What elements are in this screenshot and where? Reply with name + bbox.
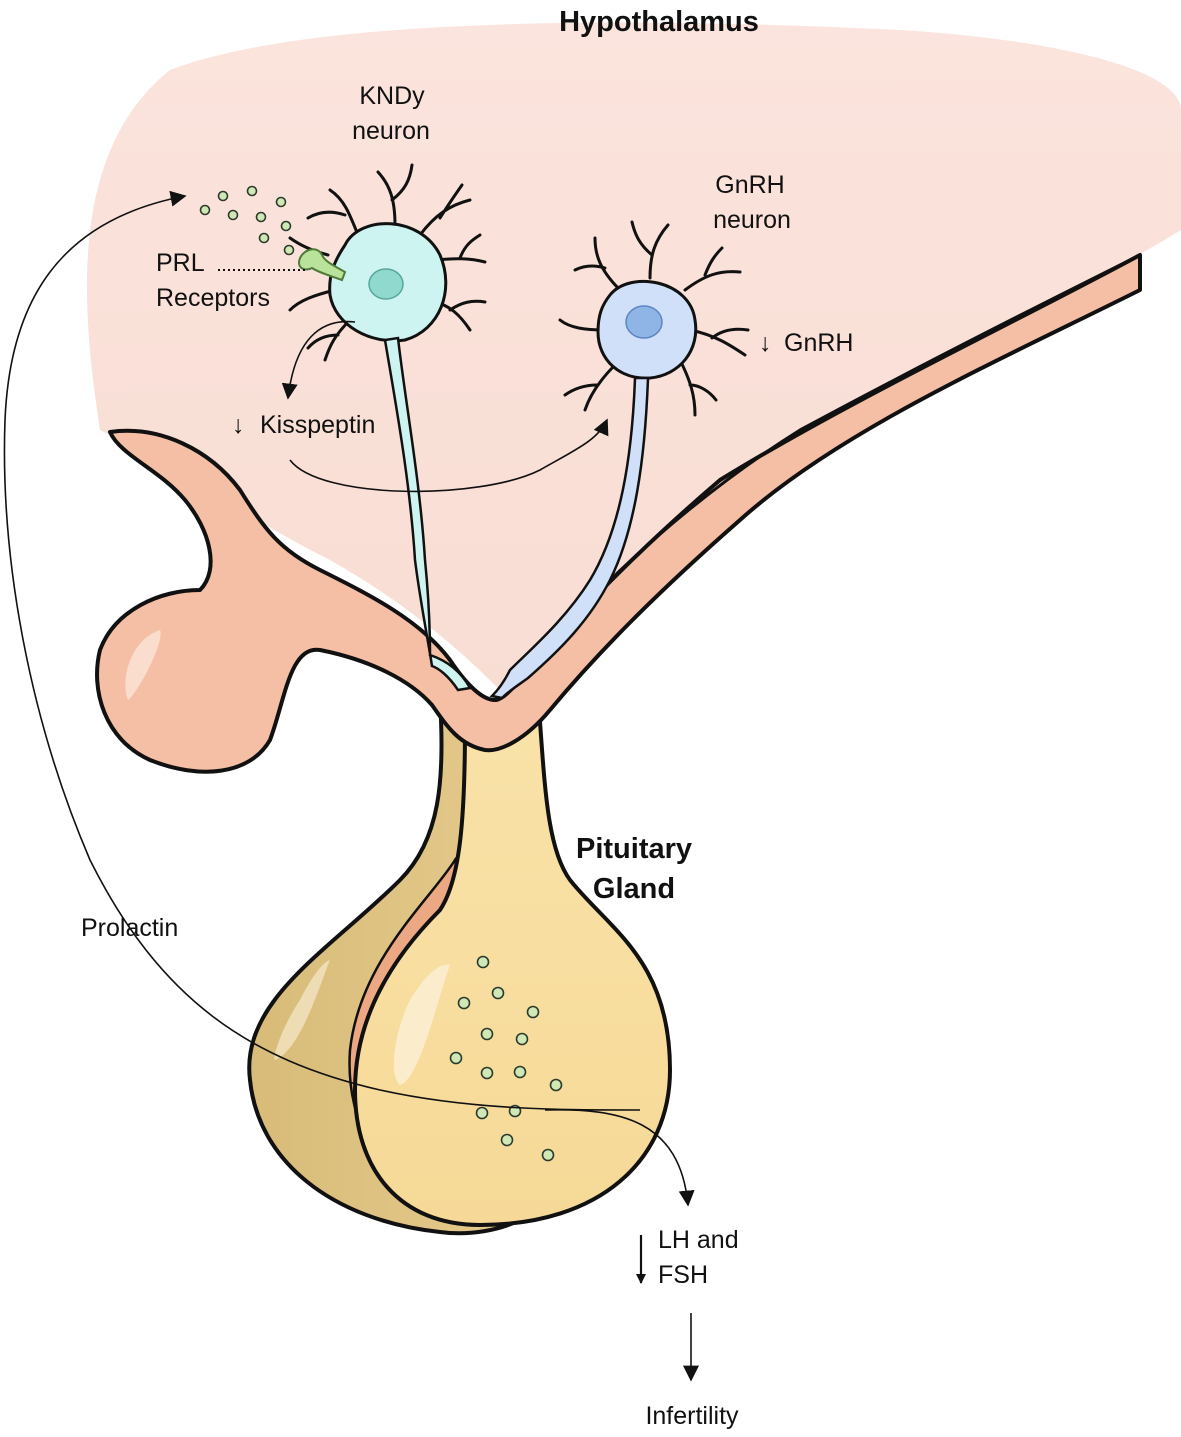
prolactin-label: Prolactin — [81, 914, 178, 942]
hypothalamus-label: Hypothalamus — [559, 6, 759, 38]
prl-label: PRL — [156, 249, 205, 277]
gnrh-neuron — [489, 220, 750, 700]
kndy-label-line2: neuron — [352, 117, 430, 145]
membrane-bulb-highlight — [125, 630, 161, 700]
kndy-neuron — [288, 163, 487, 692]
pituitary-anterior-highlight — [393, 964, 450, 1085]
pituitary-to-lhfsh-arrow — [544, 1109, 695, 1207]
kisspeptin-label: Kisspeptin — [260, 411, 375, 439]
kndy-label-line1: KNDy — [359, 82, 425, 110]
lhfsh-label-line1: LH and — [658, 1226, 739, 1254]
pituitary-granules — [449, 955, 563, 1162]
gnrh-decrease-arrow: ↓ — [759, 329, 772, 357]
gnrh-label-line1: GnRH — [715, 171, 784, 199]
infertility-label: Infertility — [645, 1402, 739, 1430]
kisspeptin-to-gnrh-arrow — [289, 418, 609, 493]
pituitary-label-line2: Gland — [593, 873, 675, 905]
lhfsh-label-line2: FSH — [658, 1261, 708, 1289]
prl-receptor — [298, 248, 347, 282]
kisspeptin-decrease-arrow: ↓ — [232, 411, 245, 439]
receptors-label: Receptors — [156, 284, 270, 312]
kndy-to-kisspeptin-arrow — [281, 320, 356, 400]
gnrh-decrease-label: GnRH — [784, 329, 853, 357]
pituitary-label-line1: Pituitary — [576, 833, 692, 865]
gnrh-label-line2: neuron — [713, 206, 791, 234]
pituitary-anterior-lobe — [353, 720, 672, 1227]
pituitary-posterior-highlight — [274, 960, 330, 1060]
prolactin-feedback-arrow — [3, 190, 641, 1111]
prolactin-granules-hypothalamus — [199, 185, 295, 256]
